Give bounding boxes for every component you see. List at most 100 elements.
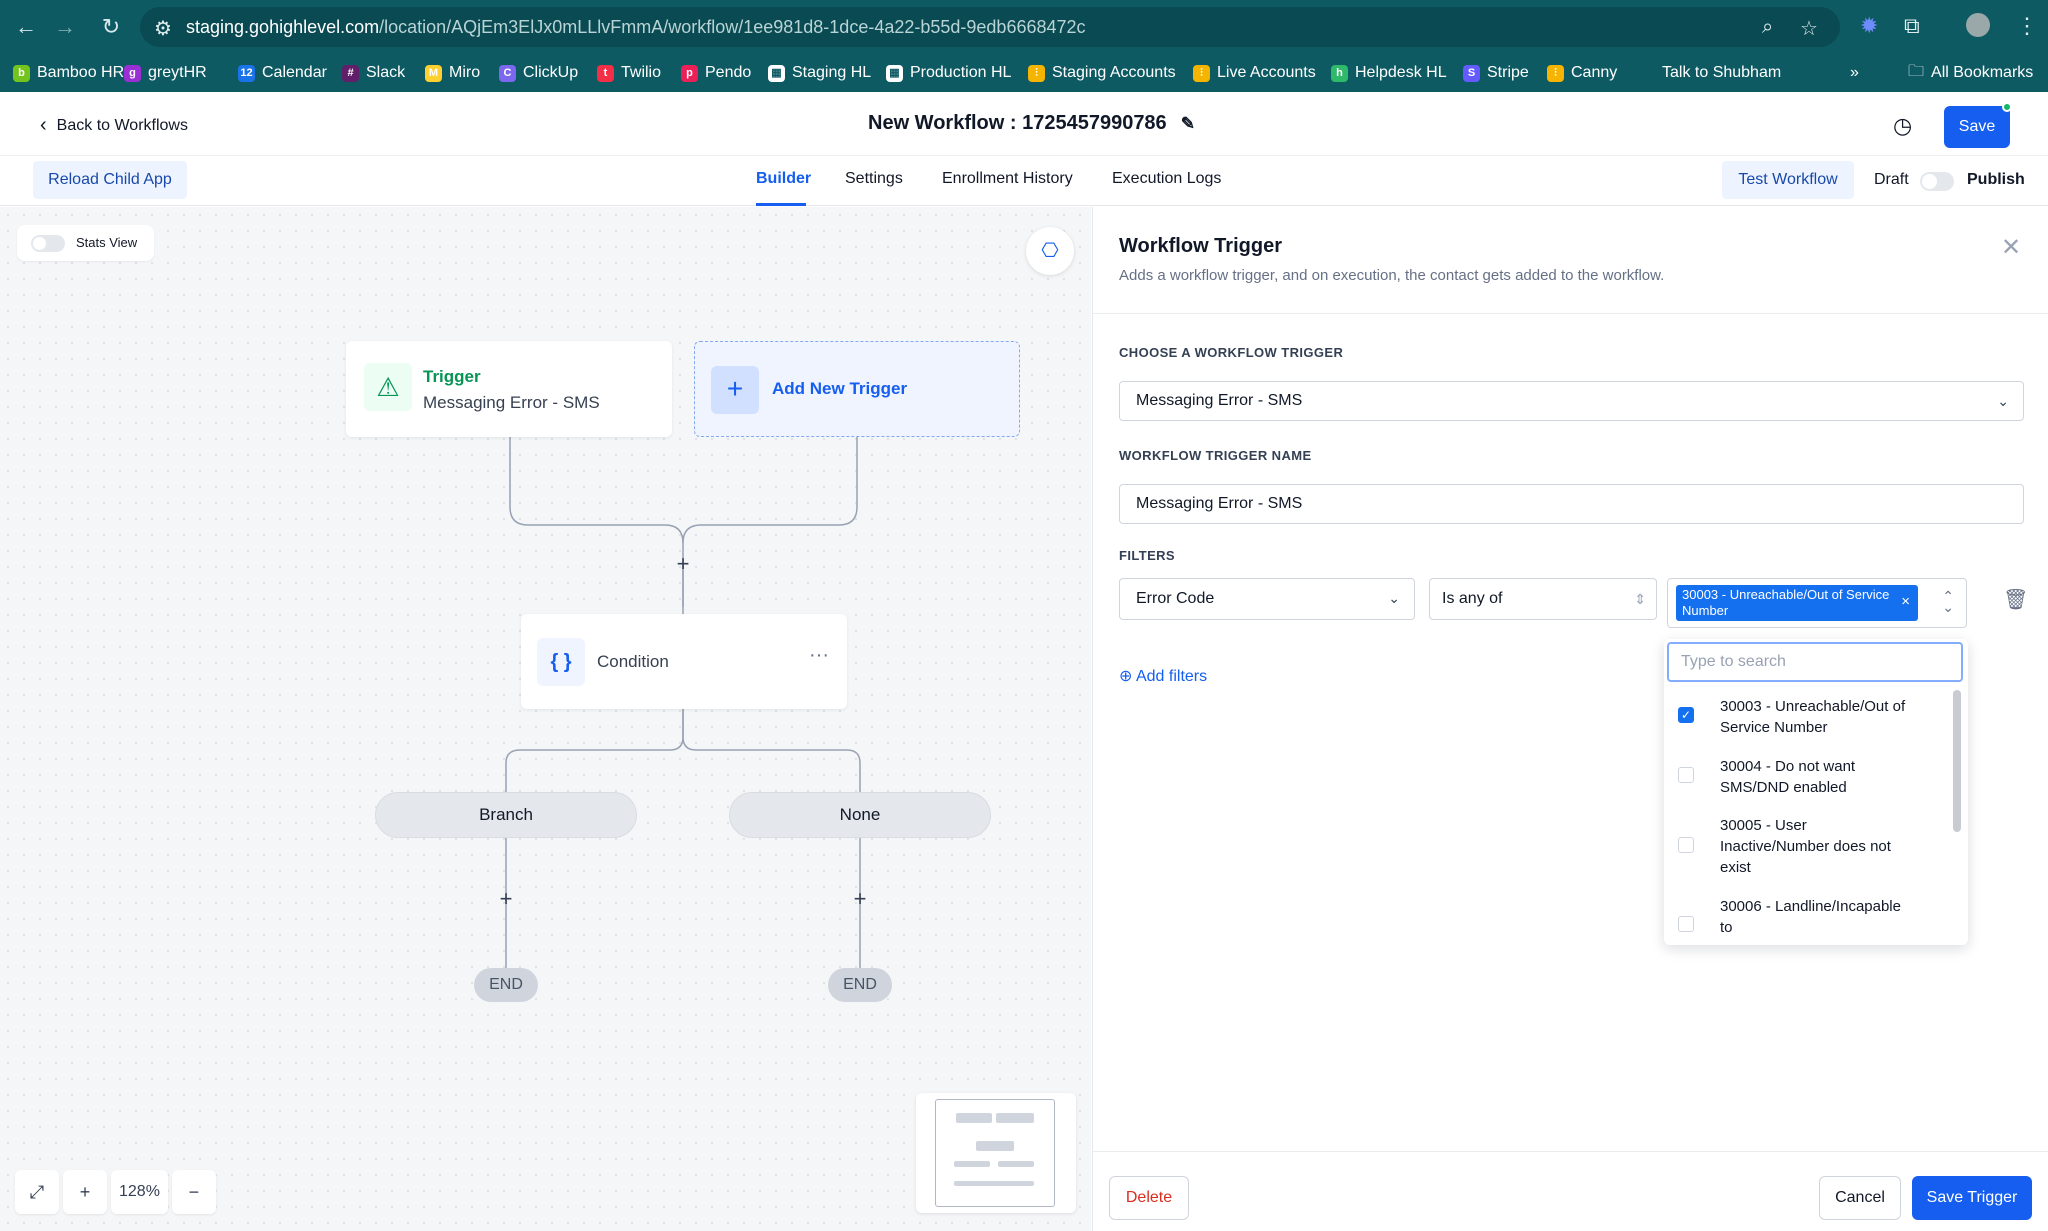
tab-builder[interactable]: Builder	[756, 170, 812, 187]
bookmark-production-hl[interactable]: ▦Production HL	[886, 61, 1011, 85]
tab-settings[interactable]: Settings	[845, 170, 903, 187]
trigger-name-input[interactable]: Messaging Error - SMS	[1119, 484, 2024, 524]
chip-remove-icon[interactable]: ×	[1901, 593, 1910, 610]
add-action-plus-icon[interactable]: +	[853, 886, 867, 911]
builder-tabs-bar: Reload Child App Builder Settings Enroll…	[0, 156, 2048, 206]
add-filters-label: Add filters	[1135, 668, 1208, 685]
bookmark-label: Calendar	[262, 64, 327, 81]
close-icon[interactable]: ✕	[2001, 234, 2022, 261]
dropdown-option[interactable]: 30006 - Landline/Incapable to	[1664, 896, 1954, 936]
publish-toggle[interactable]	[1920, 172, 1954, 191]
bookmark-slack[interactable]: #Slack	[342, 61, 405, 85]
workflow-title-text: New Workflow : 1725457990786	[868, 112, 1167, 134]
zoom-out-button[interactable]: −	[171, 1170, 216, 1214]
more-options-icon[interactable]: ···	[809, 644, 829, 666]
branch-node[interactable]: Branch	[375, 792, 637, 838]
save-button[interactable]: Save	[1944, 106, 2010, 148]
browser-menu-icon[interactable]: ⋮	[2016, 13, 2038, 38]
trigger-node[interactable]: ⚠ Trigger Messaging Error - SMS	[346, 341, 672, 437]
bookmark-favicon-icon: b	[13, 64, 30, 82]
checkbox[interactable]	[1678, 837, 1694, 853]
add-filters-link[interactable]: ⊕ Add filters	[1119, 666, 1207, 686]
checkbox[interactable]	[1678, 916, 1694, 932]
workflow-header: ‹ Back to Workflows New Workflow : 17254…	[0, 92, 2048, 156]
filter-field-value: Error Code	[1136, 590, 1215, 607]
workflow-canvas[interactable]: Stats View ⎔ ⚠ Trigger Messaging Error -…	[0, 207, 1091, 1231]
stats-view-toggle[interactable]: Stats View	[17, 225, 154, 261]
delete-button[interactable]: Delete	[1109, 1176, 1189, 1220]
bookmark-favicon-icon: 12	[238, 64, 255, 82]
bookmark-label: Staging HL	[792, 64, 872, 81]
dropdown-search-input[interactable]: Type to search	[1667, 642, 1963, 682]
profile-avatar[interactable]	[1966, 13, 1990, 37]
add-new-trigger-node[interactable]: + Add New Trigger	[694, 341, 1020, 437]
dropdown-scrollbar[interactable]	[1953, 690, 1961, 832]
add-action-plus-icon[interactable]: +	[676, 551, 690, 576]
bookmark-favicon-icon: t	[597, 64, 614, 82]
back-to-workflows-link[interactable]: ‹ Back to Workflows	[40, 114, 188, 137]
bookmark-star-icon[interactable]: ☆	[1800, 18, 1818, 40]
pencil-edit-icon[interactable]: ✎	[1180, 113, 1195, 133]
trigger-type-select[interactable]: Messaging Error - SMS ⌄	[1119, 381, 2024, 421]
none-branch-node[interactable]: None	[729, 792, 991, 838]
reload-child-app-button[interactable]: Reload Child App	[33, 161, 187, 199]
panel-footer: Delete Cancel Save Trigger	[1093, 1151, 2048, 1231]
save-trigger-button[interactable]: Save Trigger	[1912, 1176, 2032, 1220]
test-workflow-button[interactable]: Test Workflow	[1722, 161, 1854, 199]
back-arrow-icon[interactable]: ←	[15, 14, 37, 39]
zoom-in-button[interactable]: +	[63, 1170, 107, 1214]
bookmark-calendar[interactable]: 12 Calendar	[238, 61, 327, 85]
add-action-plus-icon[interactable]: +	[499, 886, 513, 911]
all-bookmarks-label: All Bookmarks	[1931, 64, 2034, 81]
fullscreen-icon[interactable]: ⤢	[15, 1170, 59, 1214]
minimap-node	[954, 1181, 1034, 1186]
tab-execution-logs[interactable]: Execution Logs	[1112, 170, 1222, 187]
site-settings-icon[interactable]: ⚙	[154, 18, 172, 40]
divider	[1093, 313, 2048, 314]
chip-label: 30003 - Unreachable/Out of Service Numbe…	[1682, 587, 1890, 618]
checkbox-checked[interactable]: ✓	[1678, 707, 1694, 723]
filter-operator-select[interactable]: Is any of ⇕	[1429, 578, 1657, 620]
filter-field-select[interactable]: Error Code ⌄	[1119, 578, 1415, 620]
extensions-puzzle-icon[interactable]: ⧉	[1904, 13, 1920, 38]
bookmark-talk-to-shubham[interactable]: Talk to Shubham	[1662, 61, 1781, 85]
bookmark-staging-hl[interactable]: ▦Staging HL	[768, 61, 871, 85]
all-bookmarks-folder[interactable]: 🗀 All Bookmarks	[1908, 61, 2033, 85]
bookmark-staging-accounts[interactable]: ⫶Staging Accounts	[1028, 61, 1176, 85]
minimap-node	[996, 1113, 1034, 1123]
forward-arrow-icon[interactable]: →	[54, 14, 76, 39]
trash-icon[interactable]: 🗑	[2003, 589, 2029, 611]
checkbox[interactable]	[1678, 767, 1694, 783]
trigger-node-title: Trigger	[423, 367, 481, 386]
reload-icon[interactable]: ↻	[101, 14, 121, 39]
extension-gear-icon[interactable]: ✹	[1860, 13, 1879, 38]
condition-node[interactable]: { } Condition ···	[521, 614, 847, 709]
chevron-left-icon: ‹	[40, 114, 47, 136]
zoom-search-icon[interactable]: ⌕	[1762, 16, 1774, 38]
option-label: 30004 - Do not want SMS/DND enabled	[1720, 758, 1856, 796]
trigger-node-subtitle: Messaging Error - SMS	[423, 393, 600, 412]
bookmark-live-accounts[interactable]: ⫶Live Accounts	[1193, 61, 1316, 85]
more-bookmarks-icon[interactable]: »	[1850, 64, 1859, 81]
error-code-dropdown: Type to search ✓ 30003 - Unreachable/Out…	[1664, 639, 1968, 945]
history-icon[interactable]: ◷	[1893, 113, 1913, 138]
bookmark-canny[interactable]: ⫶Canny	[1547, 61, 1617, 85]
filter-value-multiselect[interactable]: 30003 - Unreachable/Out of Service Numbe…	[1667, 578, 1967, 628]
cancel-button[interactable]: Cancel	[1819, 1176, 1901, 1220]
minimap[interactable]	[916, 1093, 1076, 1213]
ai-assistant-bot-icon[interactable]: ⎔	[1026, 227, 1074, 275]
address-bar[interactable]: ⚙ staging.gohighlevel.com/location/AQjEm…	[140, 7, 1840, 47]
folder-icon: 🗀	[1908, 62, 1925, 80]
stats-switch[interactable]	[31, 235, 65, 252]
updown-icon: ⌃⌄	[1942, 588, 1954, 615]
tab-enrollment-history[interactable]: Enrollment History	[942, 170, 1073, 187]
